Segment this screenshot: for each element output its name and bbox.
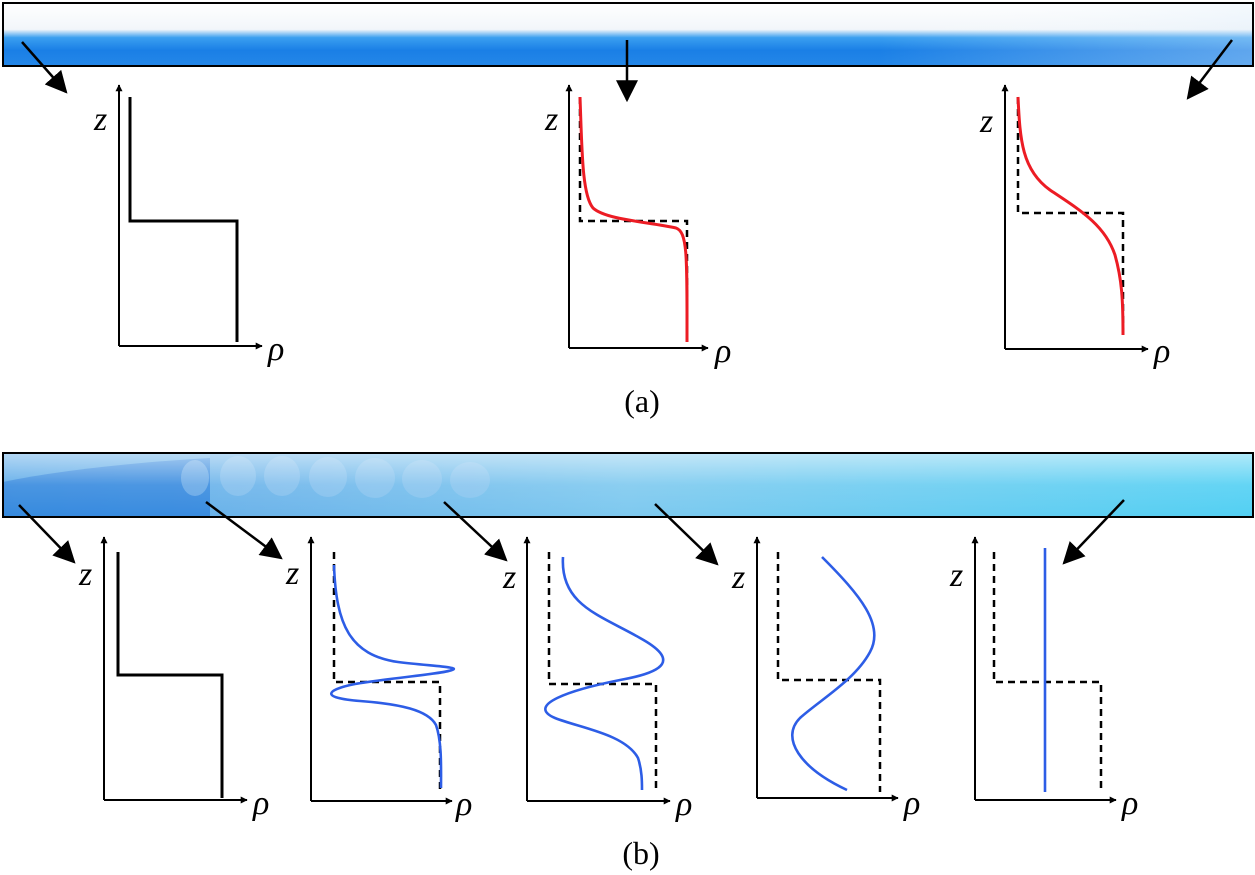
rho-axis-label: ρ — [252, 785, 269, 822]
z-axis-label: z — [979, 103, 993, 140]
profile-b1: z ρ — [78, 536, 269, 822]
profile-a1: z ρ — [93, 84, 284, 368]
pointer-arrow-b5 — [1062, 499, 1125, 565]
tank-image-a — [2, 2, 1254, 67]
pointer-arrow-b4 — [654, 503, 719, 566]
pointer-arrow-b2 — [205, 500, 283, 560]
rho-axis-label: ρ — [903, 785, 920, 822]
pointer-arrow-b3 — [443, 501, 508, 562]
initial-step-dashed — [547, 552, 658, 792]
pointer-arrow-a3 — [1186, 39, 1233, 100]
panel-label-b: (b) — [622, 835, 659, 871]
z-axis-label: z — [78, 556, 92, 593]
z-axis-label: z — [502, 559, 516, 596]
profile-a2: z ρ — [544, 84, 731, 370]
z-axis-label: z — [544, 101, 558, 138]
pointer-arrow-b1 — [18, 504, 76, 564]
initial-step-dashed — [992, 552, 1103, 792]
panel-a: z ρ z ρ z ρ (a) — [2, 2, 1254, 419]
profile-b5: z ρ — [949, 536, 1138, 822]
profile-a3: z ρ — [979, 84, 1170, 370]
mixing-density-curve — [791, 556, 876, 792]
rho-axis-label: ρ — [714, 333, 731, 370]
rho-axis-label: ρ — [267, 331, 284, 368]
initial-step-dashed — [1016, 97, 1125, 335]
pointer-arrow-a1 — [21, 41, 68, 94]
z-axis-label: z — [949, 557, 963, 594]
diffused-density-curve — [1016, 96, 1125, 336]
profile-b2: z ρ — [285, 536, 472, 823]
mixing-density-curve — [544, 556, 665, 791]
initial-step-profile — [128, 97, 239, 342]
panel-label-a: (a) — [624, 383, 660, 419]
profile-b3: z ρ — [502, 536, 692, 823]
z-axis-label: z — [93, 101, 107, 138]
z-axis-label: z — [285, 555, 299, 592]
mixing-density-curve — [330, 564, 456, 789]
rho-axis-label: ρ — [455, 786, 472, 823]
panel-b: z ρ z ρ z ρ z ρ — [2, 452, 1254, 871]
profile-b4: z ρ — [731, 536, 920, 822]
initial-step-profile — [116, 552, 224, 798]
rho-axis-label: ρ — [675, 786, 692, 823]
tank-image-b — [2, 452, 1254, 518]
rho-axis-label: ρ — [1153, 333, 1170, 370]
z-axis-label: z — [731, 559, 745, 596]
rho-axis-label: ρ — [1121, 785, 1138, 822]
initial-step-dashed — [776, 552, 882, 792]
diffused-density-curve — [578, 96, 689, 343]
initial-step-dashed — [332, 552, 442, 790]
